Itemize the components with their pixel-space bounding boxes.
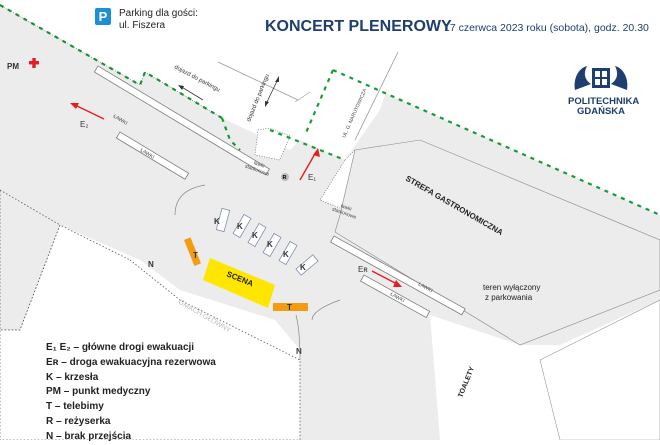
- no-parking-label: teren wyłączony: [483, 283, 540, 292]
- control-booth: [281, 173, 289, 181]
- access-arrow: [178, 76, 279, 107]
- er-label: Eʀ: [358, 265, 368, 274]
- svg-text:K: K: [214, 217, 220, 226]
- legend-item: R – reżyserka: [46, 415, 111, 427]
- logo-line1: POLITECHNIKA: [568, 96, 640, 107]
- e2-label: E₂: [80, 120, 88, 129]
- control-booth-label: R: [283, 175, 287, 181]
- svg-text:K: K: [252, 231, 258, 240]
- road-edge: [354, 51, 399, 141]
- narutowicza-street: [300, 50, 400, 160]
- evacuation-arrow-e1: [299, 148, 320, 181]
- screen-right: [273, 303, 308, 311]
- bench-right-short: [360, 274, 431, 319]
- map-legend: E₁ E₂ – główne drogi ewakuacji Eʀ – drog…: [46, 341, 216, 445]
- no-pass-mark: N: [296, 347, 302, 356]
- evacuation-arrow-er: [371, 270, 402, 287]
- legend-item: N – brak przejścia: [46, 430, 132, 442]
- legend-item: PM – punkt medyczny: [46, 386, 151, 398]
- lower-right-path: [440, 330, 470, 440]
- bench-left: [115, 131, 190, 180]
- legend-item: Eʀ – droga ewakuacyjna rezerwowa: [46, 356, 216, 368]
- screen-left: [184, 237, 201, 266]
- e1-label: E₁: [308, 173, 316, 182]
- crest-icon: [574, 66, 628, 90]
- medical-cross-icon: [29, 58, 39, 68]
- parking-line1: Parking dla gości:: [119, 8, 198, 19]
- no-pass-mark: N: [148, 260, 154, 269]
- legend-item: K – krzesła: [46, 371, 99, 383]
- screen-label: T: [193, 251, 198, 260]
- svg-text:K: K: [237, 222, 243, 231]
- svg-text:K: K: [283, 250, 289, 259]
- fence-line-5: [332, 68, 660, 217]
- page-title: KONCERT PLENEROWY: [265, 18, 452, 35]
- evacuation-arrow-e2: [70, 103, 105, 120]
- legend-item: E₁ E₂ – główne drogi ewakuacji: [46, 342, 195, 353]
- legend-item: T – telebimy: [46, 401, 104, 413]
- food-zone-block: [334, 139, 660, 346]
- logo-line2: GDAŃSKA: [576, 106, 626, 117]
- lower-right-path-2: [539, 299, 660, 440]
- bench-top: [93, 65, 270, 176]
- university-logo: POLITECHNIKA GDAŃSKA: [568, 60, 640, 117]
- left-building: [0, 189, 61, 331]
- svg-text:K: K: [267, 240, 273, 249]
- stadium-benches-area-1: [254, 127, 291, 161]
- event-date: 17 czerwca 2023 roku (sobota), godz. 20.…: [444, 22, 649, 34]
- main-building-edge: [0, 224, 301, 440]
- svg-text:K: K: [300, 263, 306, 272]
- road-edge: [294, 91, 311, 103]
- chairs: K K K K K K: [214, 207, 319, 276]
- parking-icon: P: [95, 8, 111, 25]
- parking-line2: ul. Fiszera: [119, 19, 166, 31]
- fence-line-4: [303, 69, 335, 136]
- bench-right-long: [330, 235, 466, 316]
- no-parking-label: z parkowania: [485, 293, 533, 302]
- pm-label: PM: [7, 62, 19, 71]
- parking-info: P Parking dla gości: ul. Fiszera: [95, 8, 198, 31]
- stage: [203, 258, 275, 308]
- fence-line: [0, 4, 223, 119]
- road-edge: [217, 61, 299, 101]
- screen-label: T: [287, 303, 292, 312]
